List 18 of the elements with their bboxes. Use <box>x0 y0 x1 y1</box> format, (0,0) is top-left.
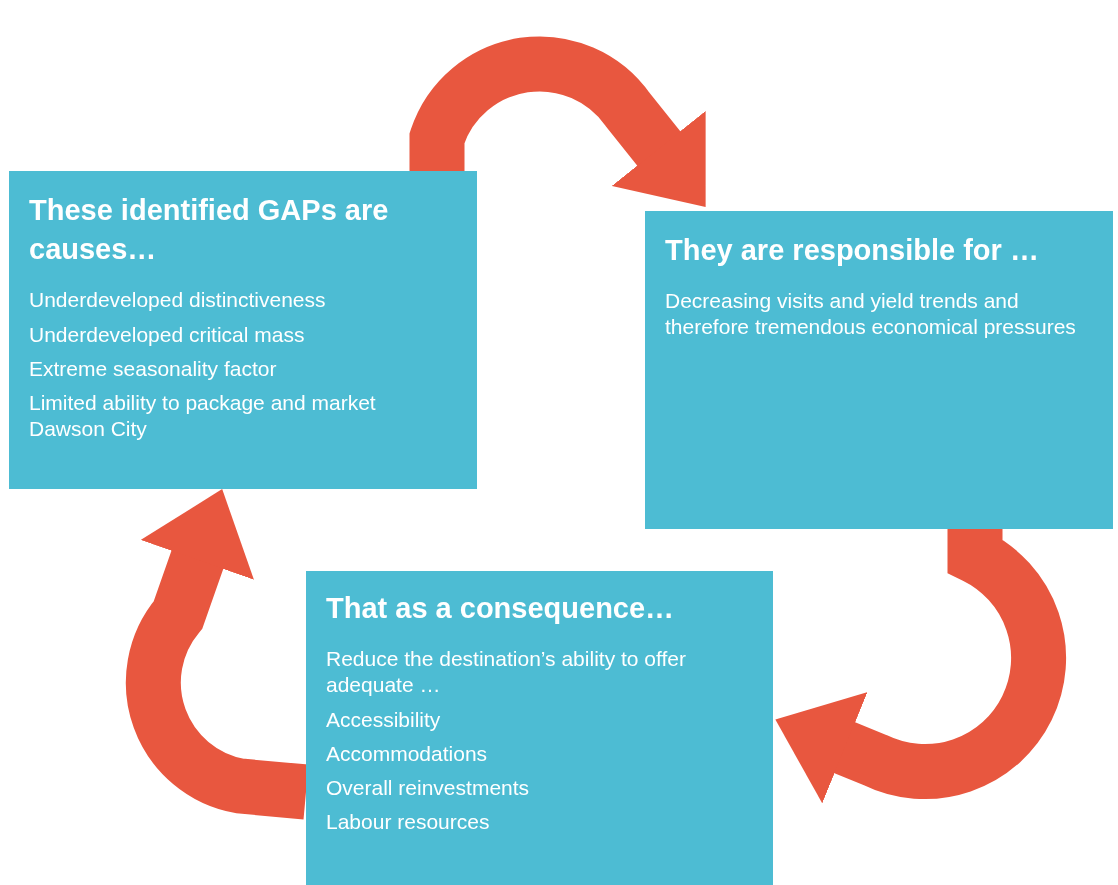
box-text: Underdeveloped distinctiveness <box>29 287 327 314</box>
curved-arrow <box>409 36 706 207</box>
text-box <box>306 571 773 885</box>
box-text: Accommodations <box>326 740 489 767</box>
box-heading: That as a consequence… <box>326 591 676 626</box>
box-text: Underdeveloped critical mass <box>29 321 306 348</box>
box-text: Reduce the destination’s ability to offer adequate … <box>326 646 687 699</box>
curved-arrow <box>775 528 1066 804</box>
text-box <box>9 171 477 489</box>
box-text: Labour resources <box>326 809 491 836</box>
box-text: Limited ability to package and market Dawson City <box>29 390 377 443</box>
box-heading: These identified GAPs are causes… <box>29 193 390 268</box>
text-box <box>645 211 1113 529</box>
box-text: Overall reinvestments <box>326 775 531 802</box>
box-text: Accessibility <box>326 706 442 733</box>
box-text: Decreasing visits and yield trends and therefore tremendous economical pressures <box>665 288 1077 341</box>
box-text: Extreme seasonality factor <box>29 355 278 382</box>
box-heading: They are responsible for … <box>665 233 1040 268</box>
